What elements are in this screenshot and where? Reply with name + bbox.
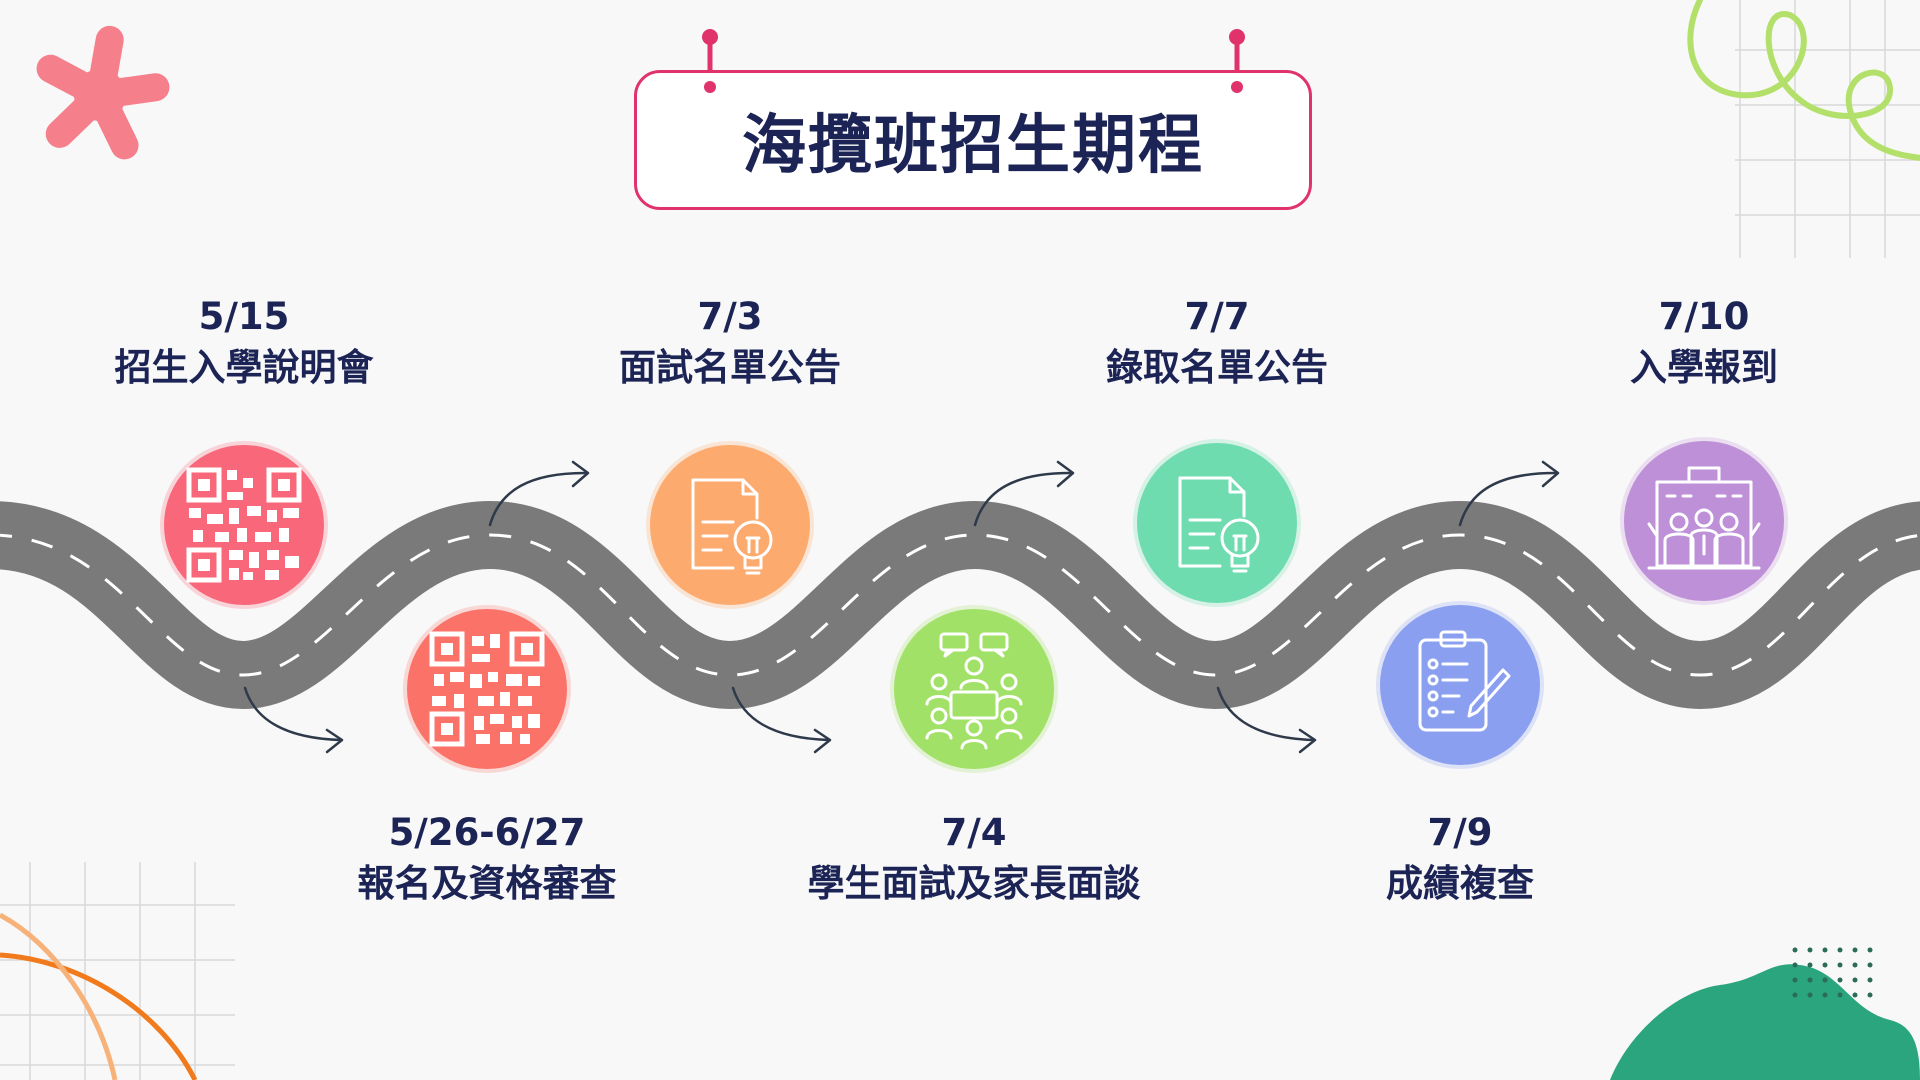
step-3-icon-circle — [645, 440, 815, 610]
step-5-label: 7/7 錄取名單公告 — [1007, 292, 1427, 394]
asterisk-decoration — [36, 25, 170, 160]
step-5-icon-circle — [1132, 438, 1302, 608]
step-name: 面試名單公告 — [619, 346, 841, 389]
arrow-4 — [973, 471, 1072, 527]
document-lightbulb-icon — [1133, 439, 1301, 607]
step-date: 7/7 — [1184, 295, 1250, 338]
step-name: 入學報到 — [1630, 346, 1778, 389]
step-name: 報名及資格審查 — [357, 862, 617, 905]
meeting-icon — [890, 605, 1058, 773]
arrow-4-head — [1056, 460, 1075, 488]
step-date: 5/26-6/27 — [388, 811, 586, 854]
title-box: 海攬班招生期程 — [634, 70, 1312, 210]
step-1-label: 5/15 招生入學說明會 — [34, 292, 454, 394]
arrow-1 — [243, 686, 342, 742]
green-blob-decoration — [1610, 964, 1920, 1080]
step-date: 7/9 — [1427, 811, 1493, 854]
clipboard-checklist-icon — [1376, 601, 1544, 769]
arrow-6-head — [1541, 460, 1560, 488]
step-name: 錄取名單公告 — [1106, 346, 1328, 389]
arrow-5-head — [1298, 728, 1317, 754]
arrow-2-head — [571, 460, 590, 488]
qr-code-icon — [403, 605, 571, 773]
people-building-icon — [1620, 437, 1788, 605]
road-center-line — [0, 533, 1920, 677]
arrow-2 — [488, 471, 587, 527]
arrow-6 — [1458, 471, 1557, 527]
step-date: 7/10 — [1658, 295, 1750, 338]
arrow-5 — [1216, 686, 1315, 742]
peach-arc-decoration — [0, 912, 118, 1080]
step-4-label: 7/4 學生面試及家長面談 — [764, 808, 1184, 910]
step-4-icon-circle — [889, 604, 1059, 774]
step-1-icon-circle — [159, 440, 329, 610]
step-3-label: 7/3 面試名單公告 — [520, 292, 940, 394]
step-name: 學生面試及家長面談 — [807, 862, 1141, 905]
grid-decoration-bottom-left — [0, 862, 235, 1080]
green-swirl-decoration — [1687, 0, 1920, 161]
step-7-label: 7/10 入學報到 — [1494, 292, 1914, 394]
document-lightbulb-icon — [646, 441, 814, 609]
step-7-icon-circle — [1619, 436, 1789, 606]
arrow-1-head — [325, 728, 344, 754]
arrows — [243, 460, 1560, 754]
step-2-label: 5/26-6/27 報名及資格審查 — [277, 808, 697, 910]
step-6-label: 7/9 成績複查 — [1250, 808, 1670, 910]
step-6-icon-circle — [1375, 600, 1545, 770]
step-date: 5/15 — [198, 295, 290, 338]
step-date: 7/3 — [697, 295, 763, 338]
arrow-3 — [731, 686, 830, 742]
page-title: 海攬班招生期程 — [742, 109, 1204, 183]
arrow-3-head — [813, 728, 832, 754]
step-name: 招生入學說明會 — [114, 346, 374, 389]
grid-decoration-top-right — [1735, 0, 1920, 258]
step-name: 成績複查 — [1386, 862, 1534, 905]
orange-arc-decoration — [0, 952, 198, 1080]
step-2-icon-circle — [402, 604, 572, 774]
qr-code-icon — [160, 441, 328, 609]
step-date: 7/4 — [941, 811, 1007, 854]
dot-grid-decoration — [1792, 947, 1873, 998]
